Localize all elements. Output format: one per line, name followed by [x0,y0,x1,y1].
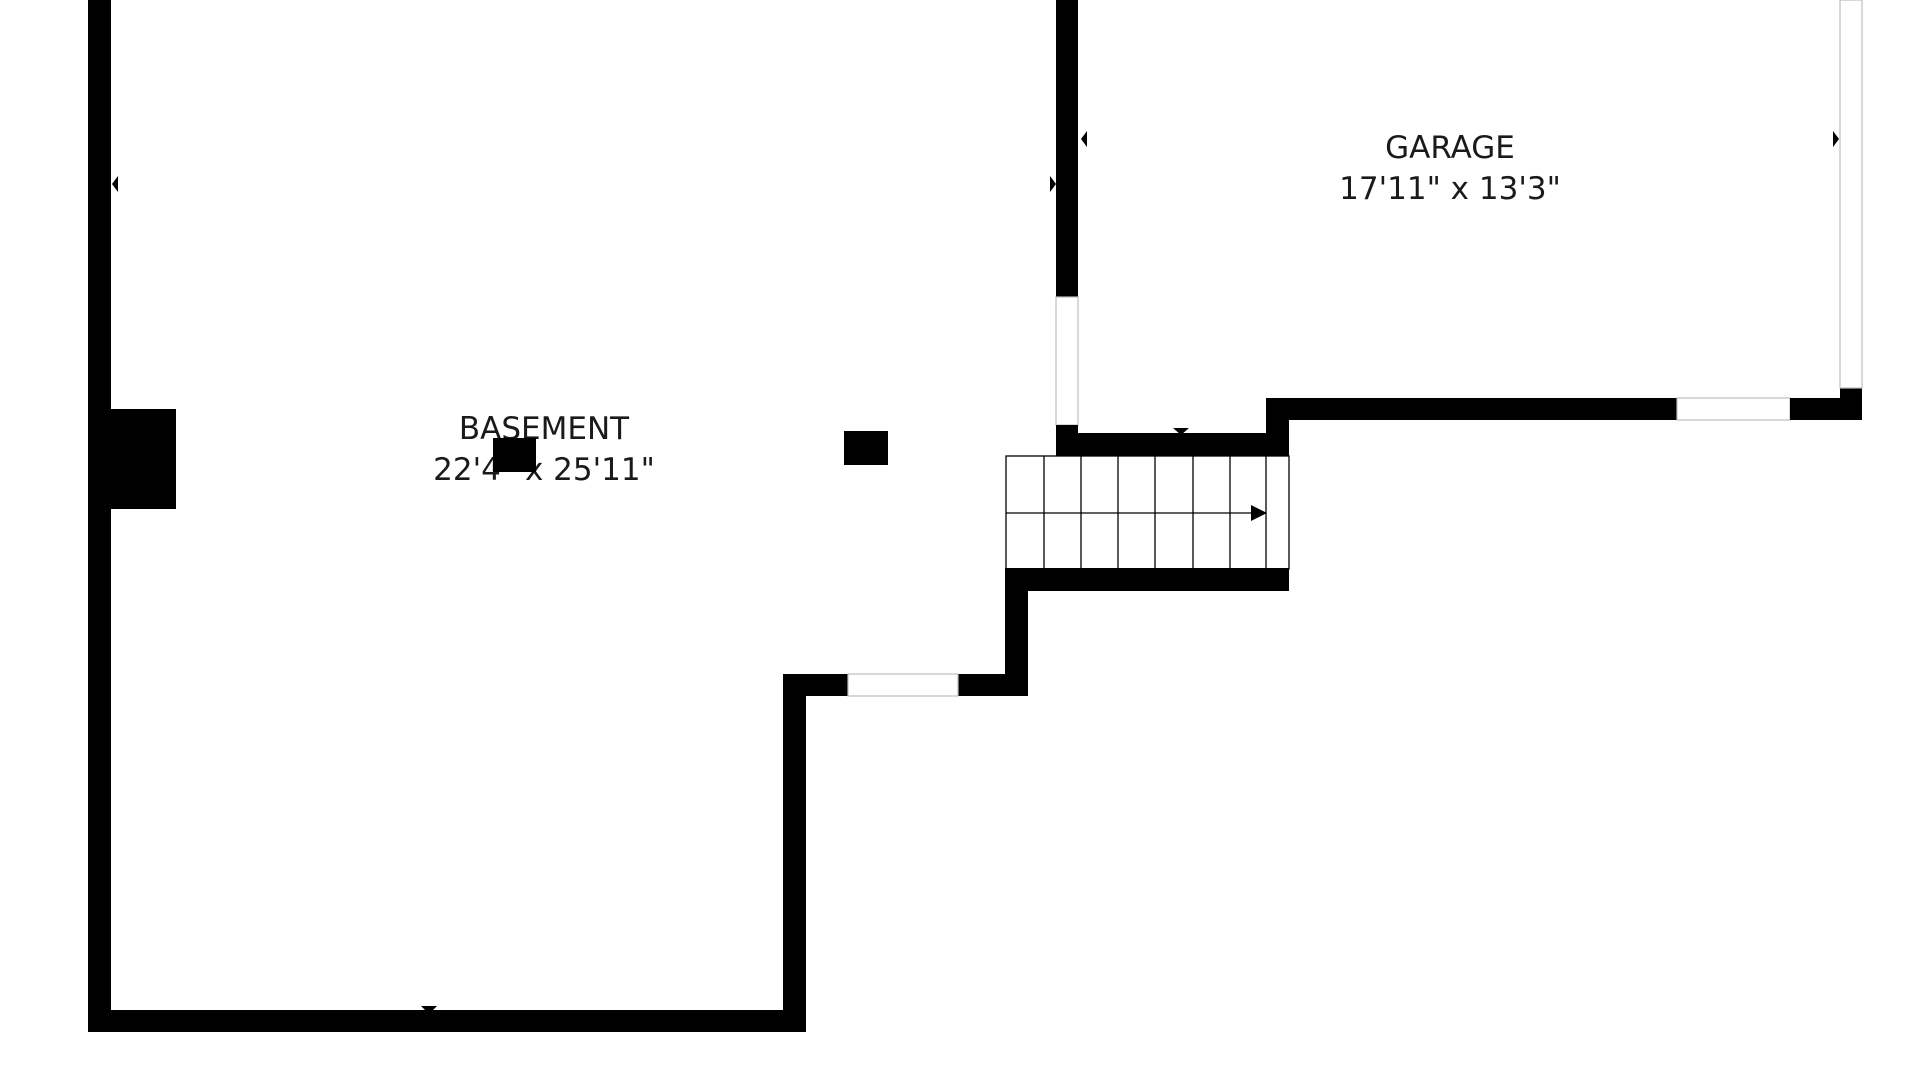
stair-direction-arrow-icon [1251,505,1267,521]
garage-label: GARAGE 17'11" x 13'3" [1339,130,1561,207]
stair-bottom-wall [1005,568,1289,591]
basement-inner-wall-left [783,674,848,696]
garage-dimensions: 17'11" x 13'3" [1339,171,1561,207]
garage-east-marker-icon [1833,131,1839,147]
basement-label: BASEMENT 22'4" x 25'11" [433,411,655,488]
dimension-markers [112,131,1839,1014]
column-post-overlay [493,438,536,472]
garage-north-stair-wall [1056,433,1289,456]
column-post-2 [844,431,888,465]
basement-dimensions: 22'4" x 25'11" [433,452,655,488]
basement-inner-wall-vertical [783,674,806,1032]
basement-south-marker-icon [421,1006,437,1014]
basement-name: BASEMENT [459,411,630,447]
garage-name: GARAGE [1385,130,1515,166]
garage-door-opening [1676,397,1791,421]
stairs [1005,455,1290,570]
garage-east-wall-thin [1839,0,1863,389]
basement-door-opening [847,673,959,697]
basement-walls [88,0,1289,1032]
garage-south-marker-icon [1173,428,1189,435]
basement-west-marker-icon [112,176,118,192]
garage-east-corner [1840,388,1862,420]
basement-west-wall [88,0,111,1032]
basement-east-marker-icon [1050,176,1056,192]
basement-south-wall [88,1010,806,1032]
basement-east-door-opening [1055,296,1079,426]
garage-south-wall-left [1266,398,1677,420]
garage-walls [1056,0,1863,456]
garage-west-marker-icon [1081,131,1087,147]
stair-landing-wall [1005,568,1028,696]
fireplace-block [111,409,176,509]
basement-east-wall [1056,0,1078,297]
